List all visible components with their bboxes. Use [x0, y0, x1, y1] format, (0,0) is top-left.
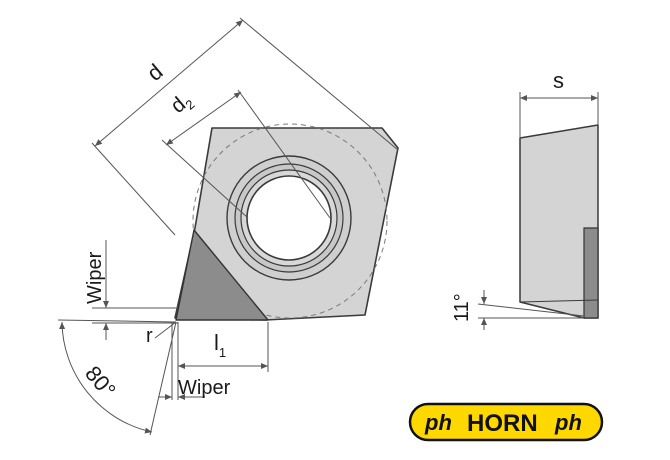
dimension-d2-label: d2: [166, 88, 197, 120]
angle-11-label: 11°: [451, 293, 473, 322]
angle-80-dimension: [57, 319, 177, 436]
insert-side-view: [519, 124, 599, 319]
radius-label: r: [146, 325, 153, 347]
center-hole: [246, 175, 332, 261]
insert-top-view: [174, 123, 399, 321]
inscribed-circle: [192, 123, 388, 319]
horn-logo: ph HORN ph: [408, 402, 604, 442]
dimension-d2: [161, 89, 331, 219]
angle-11-dimension: [477, 290, 585, 330]
dimension-d-label: d: [142, 59, 167, 86]
dimension-s: [519, 92, 599, 138]
wiper-horizontal-label: Wiper: [178, 377, 231, 399]
dimension-l1-subscript: 1: [219, 345, 226, 360]
wiper-horizontal-dimension: [158, 322, 205, 400]
logo-brand: HORN: [467, 410, 538, 437]
side-tip-segment: [583, 227, 599, 319]
wiper-vertical-label: Wiper: [84, 251, 106, 304]
pcd-tip: [175, 229, 269, 321]
side-seam: [519, 299, 599, 303]
logo-right-mark: ph: [554, 410, 582, 435]
dimension-s-label: s: [553, 68, 564, 93]
logo-left-mark: ph: [424, 410, 452, 435]
logo-background: [408, 402, 604, 442]
dimension-l1-label: l1: [214, 330, 226, 360]
angle-80-label: 80°: [80, 361, 121, 403]
dimension-d: [91, 17, 399, 236]
